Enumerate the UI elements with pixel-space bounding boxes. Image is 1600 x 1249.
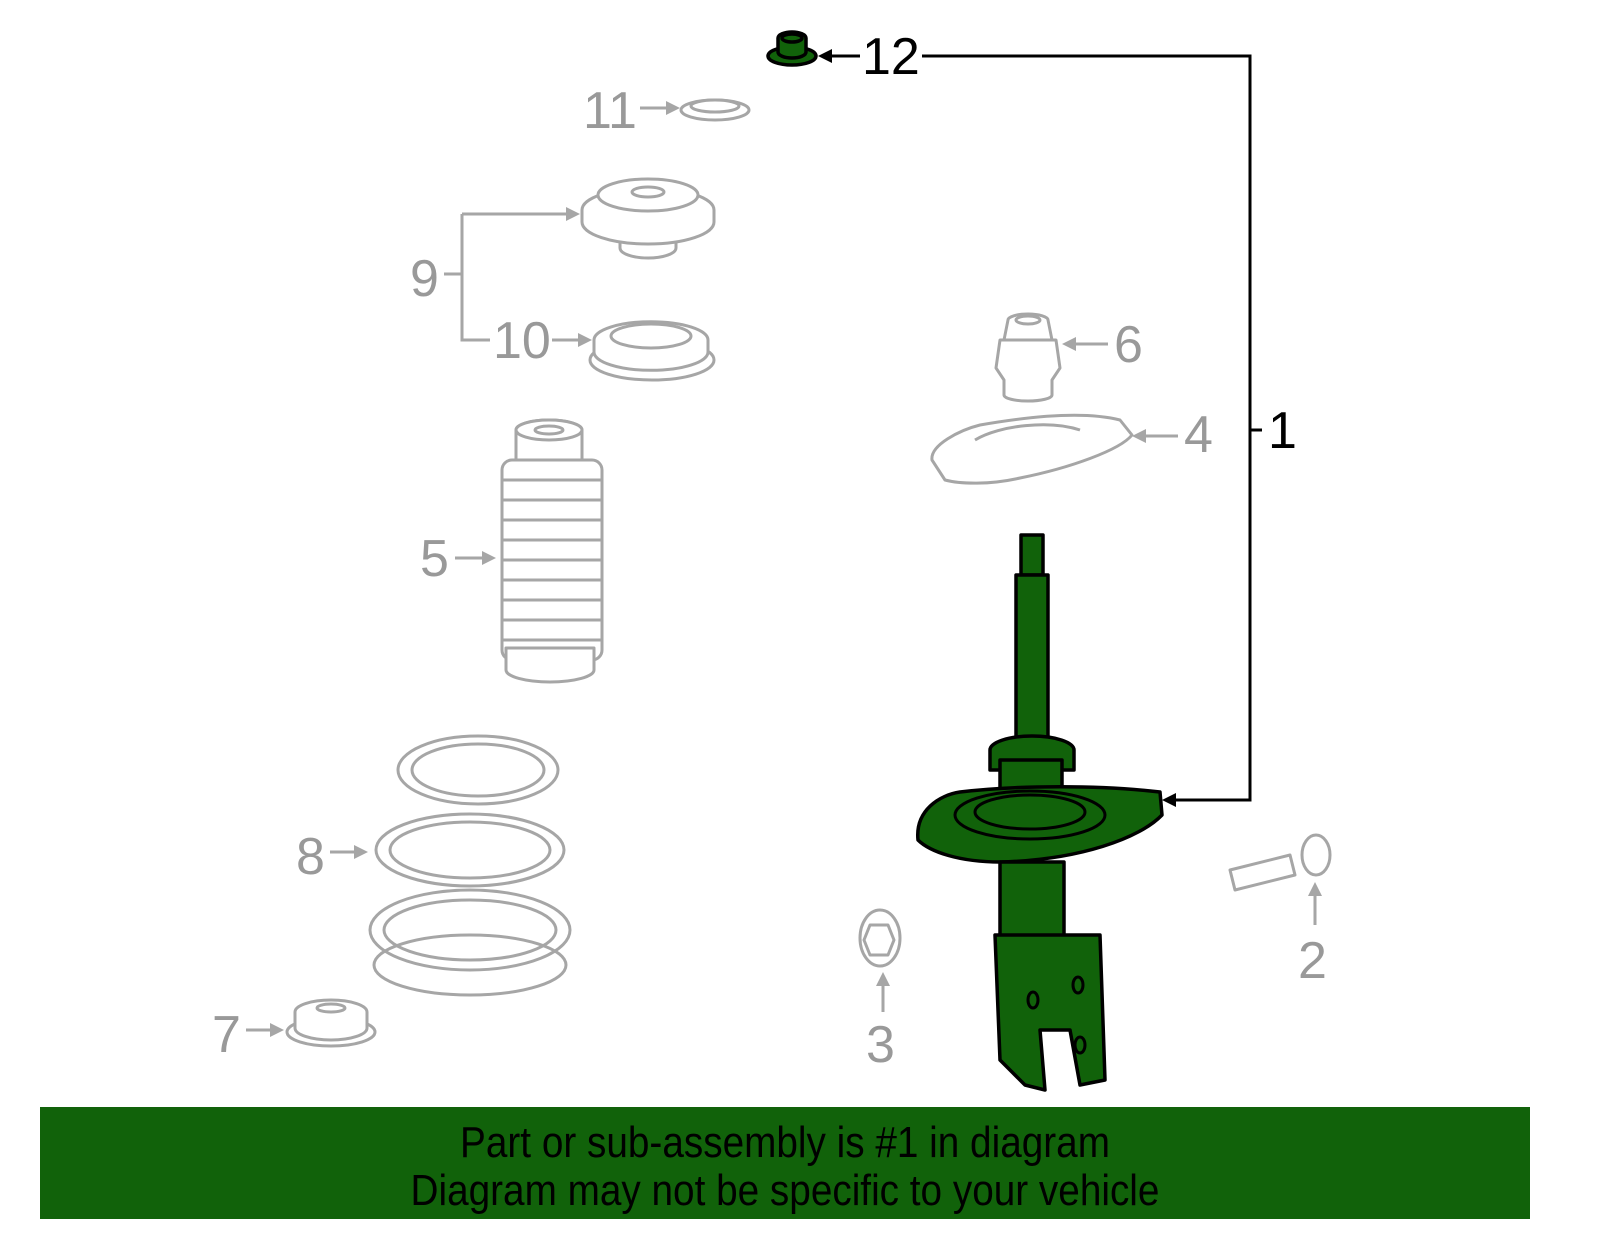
callout-9-label: 9	[410, 250, 439, 308]
part-7-insulator[interactable]	[285, 998, 377, 1048]
part-3-nut[interactable]	[858, 908, 902, 968]
part-11-cap[interactable]	[679, 98, 751, 122]
disclaimer-banner: Part or sub-assembly is #1 in diagram Di…	[40, 1107, 1530, 1219]
part-2-bolt[interactable]	[1228, 833, 1332, 892]
callout-12: 12	[818, 28, 1262, 807]
part-12-nut[interactable]	[766, 30, 818, 67]
banner-line-2: Diagram may not be specific to your vehi…	[410, 1166, 1160, 1215]
part-1-strut-assembly[interactable]	[916, 533, 1164, 1092]
svg-text:12: 12	[862, 28, 920, 86]
callout-1-label: 1	[1268, 402, 1297, 460]
callout-8-label: 8	[296, 828, 325, 886]
part-6-bump-stop[interactable]	[994, 312, 1062, 403]
callout-7-label: 7	[212, 1006, 241, 1064]
callout-5-label: 5	[420, 530, 449, 588]
banner-line-1: Part or sub-assembly is #1 in diagram	[460, 1118, 1110, 1167]
callout-4-label: 4	[1184, 406, 1213, 464]
part-4-spring-seat[interactable]	[930, 413, 1134, 485]
callout-2-label: 2	[1298, 932, 1327, 990]
part-8-coil-spring[interactable]	[368, 734, 572, 997]
part-10-bearing[interactable]	[588, 320, 716, 382]
part-9-mount[interactable]	[580, 177, 716, 260]
callout-6-label: 6	[1114, 316, 1143, 374]
callout-3-label: 3	[866, 1016, 895, 1074]
part-5-dust-boot[interactable]	[500, 418, 604, 684]
callout-10-label: 10	[493, 312, 551, 370]
callout-11-label: 11	[583, 82, 637, 140]
